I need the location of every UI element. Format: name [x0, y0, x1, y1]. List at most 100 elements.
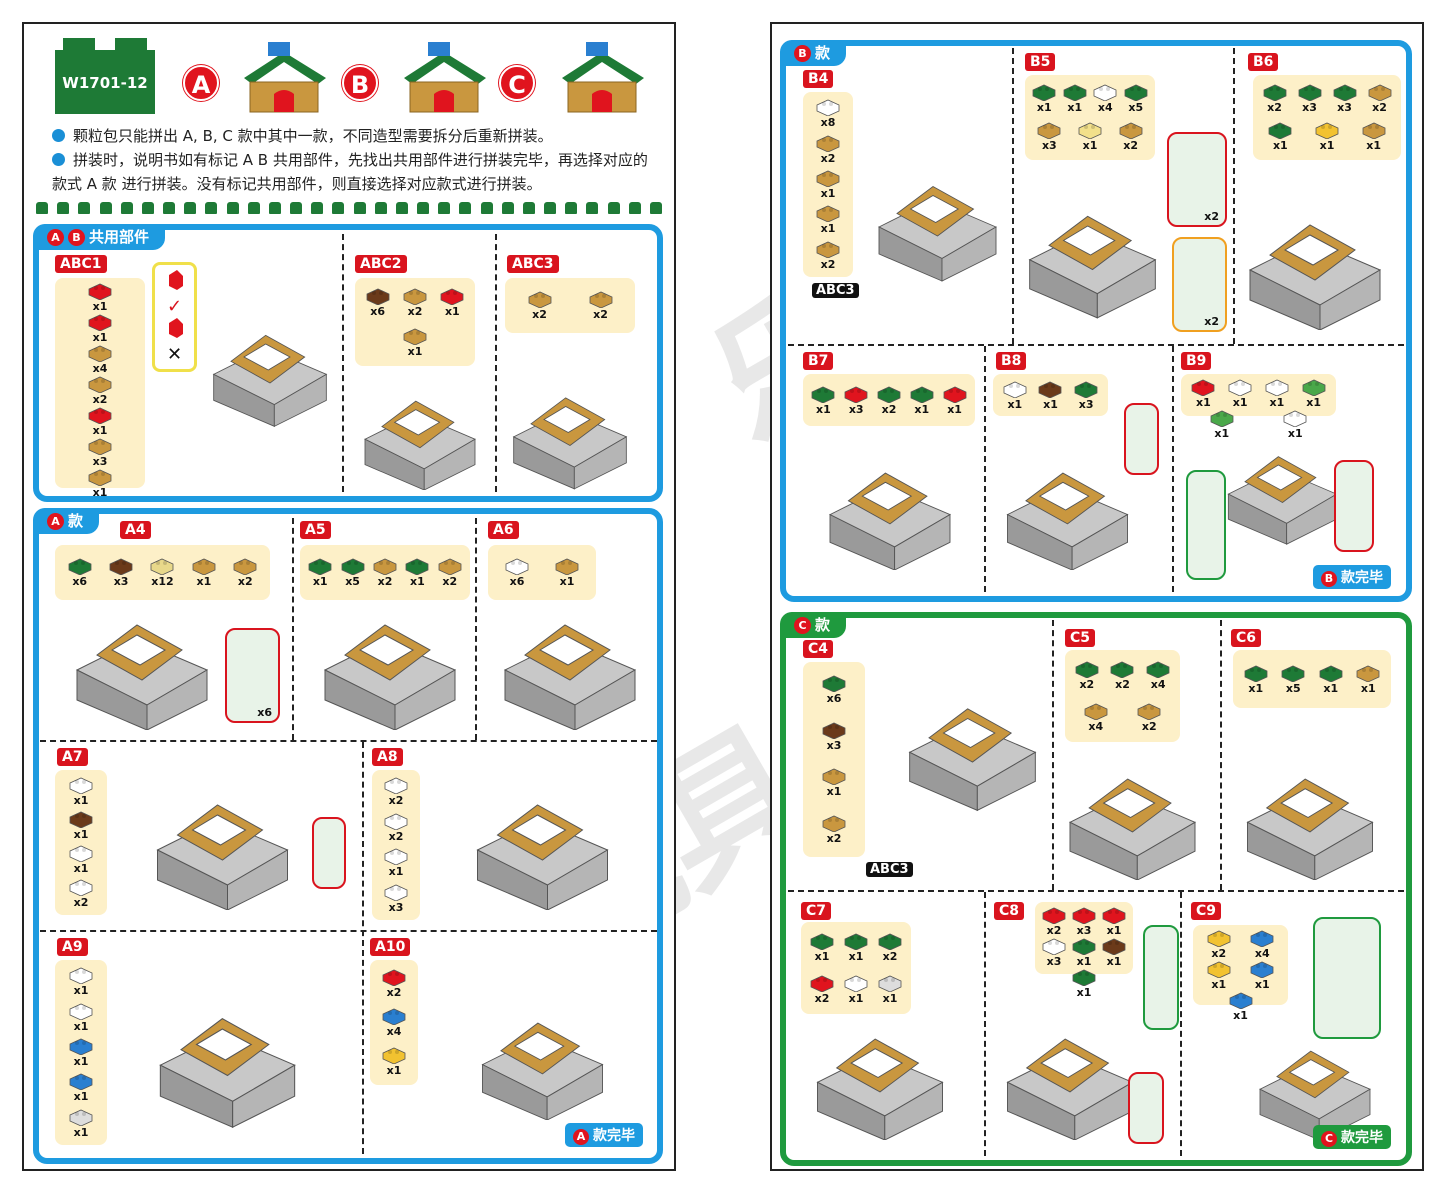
part-item: x1 — [875, 974, 905, 1005]
part-item: x4 — [1143, 660, 1173, 691]
part-count: x3 — [92, 455, 108, 468]
part-item: x1 — [1280, 409, 1310, 440]
part-count: x1 — [1319, 139, 1335, 153]
part-item: x2 — [875, 932, 905, 963]
part-item: x2 — [381, 812, 411, 843]
part-item: x1 — [66, 1002, 96, 1033]
part-count: x1 — [1007, 397, 1023, 411]
detail-callout — [1186, 470, 1226, 580]
brick-icon — [1297, 83, 1323, 101]
stud-icon — [226, 202, 239, 214]
part-item: x2 — [1116, 121, 1146, 152]
part-item: x1 — [813, 204, 843, 235]
part-count: x2 — [237, 575, 253, 588]
part-count: x2 — [388, 829, 404, 843]
part-count: x1 — [882, 991, 898, 1005]
part-item: x3 — [1295, 83, 1325, 114]
part-count: x3 — [1076, 924, 1092, 937]
part-count: x1 — [73, 984, 89, 998]
brick-icon — [1031, 83, 1057, 101]
stud-icon — [290, 202, 303, 214]
part-item: x1 — [1299, 378, 1329, 409]
stud-icon — [649, 202, 662, 214]
divider — [1172, 346, 1174, 592]
part-count: x2 — [532, 308, 547, 321]
part-count: x1 — [386, 1064, 402, 1077]
part-item: x1 — [1000, 380, 1030, 411]
assembly-illustration — [145, 780, 300, 914]
brick-icon — [365, 287, 391, 305]
part-count: x6 — [72, 575, 88, 588]
brick-icon — [809, 932, 835, 950]
part-item: x3 — [819, 721, 849, 752]
stud-icon — [544, 202, 557, 214]
brick-icon — [815, 240, 841, 258]
part-count: x1 — [820, 222, 836, 236]
part-item: x4 — [1247, 929, 1277, 960]
part-item: x6 — [819, 674, 849, 705]
brick-icon — [821, 674, 847, 692]
part-item: x1 — [66, 1108, 96, 1139]
part-count: x1 — [1106, 955, 1122, 968]
part-count: x1 — [1067, 100, 1083, 114]
part-item: x1 — [1035, 380, 1065, 411]
part-item: x1 — [1029, 83, 1059, 114]
part-item: x3 — [1330, 83, 1360, 114]
part-item: x1 — [1069, 968, 1099, 999]
reference-abc3: ABC3 — [812, 283, 859, 298]
variant-a-badge: A — [183, 65, 219, 101]
detail-callout — [1124, 403, 1159, 475]
part-item: x1 — [189, 557, 219, 588]
step-label: A10 — [370, 938, 411, 956]
part-item: x1 — [1060, 83, 1090, 114]
part-count: x1 — [1248, 681, 1264, 695]
stud-icon — [607, 202, 620, 214]
step-label: ABC2 — [355, 255, 407, 273]
part-count: x2 — [1267, 100, 1282, 114]
stud-icon — [522, 202, 535, 214]
badge-a: A — [573, 1129, 589, 1145]
part-count: x1 — [1076, 986, 1092, 999]
divider — [292, 518, 294, 740]
part-item: x1 — [808, 385, 838, 416]
part-count: x5 — [1285, 681, 1301, 695]
model-logo: W1701-12 — [55, 38, 155, 114]
callout-count: x2 — [1204, 315, 1219, 328]
brick-icon — [1145, 660, 1171, 678]
assembly-illustration — [900, 625, 1045, 874]
part-item: x2 — [1107, 660, 1137, 691]
brick-icon — [1073, 380, 1099, 398]
part-count: x1 — [1082, 139, 1098, 153]
brick-icon — [1036, 121, 1062, 140]
part-item: x1 — [813, 169, 843, 200]
step-label: C4 — [803, 640, 834, 658]
part-item: x2 — [379, 968, 409, 999]
brick-icon — [1123, 83, 1149, 101]
part-count: x1 — [1076, 955, 1092, 968]
part-item: x1 — [1188, 378, 1218, 409]
part-item: x1 — [400, 327, 430, 358]
step-label: B6 — [1248, 53, 1279, 71]
brick-icon — [815, 98, 841, 117]
part-count: x1 — [73, 793, 89, 807]
badge-b: B — [1321, 571, 1337, 587]
brick-icon — [87, 437, 113, 455]
part-count: x3 — [113, 575, 129, 588]
part-item: x1 — [1099, 937, 1129, 968]
part-item: x1 — [85, 468, 115, 499]
part-count: x1 — [814, 949, 830, 963]
part-item: x2 — [807, 974, 837, 1005]
brick-icon — [1118, 121, 1144, 140]
part-count: x1 — [1232, 396, 1248, 409]
brick-icon — [1074, 660, 1100, 678]
part-count: x3 — [388, 900, 404, 914]
part-count: x2 — [814, 991, 830, 1005]
part-item: x1 — [85, 282, 115, 313]
